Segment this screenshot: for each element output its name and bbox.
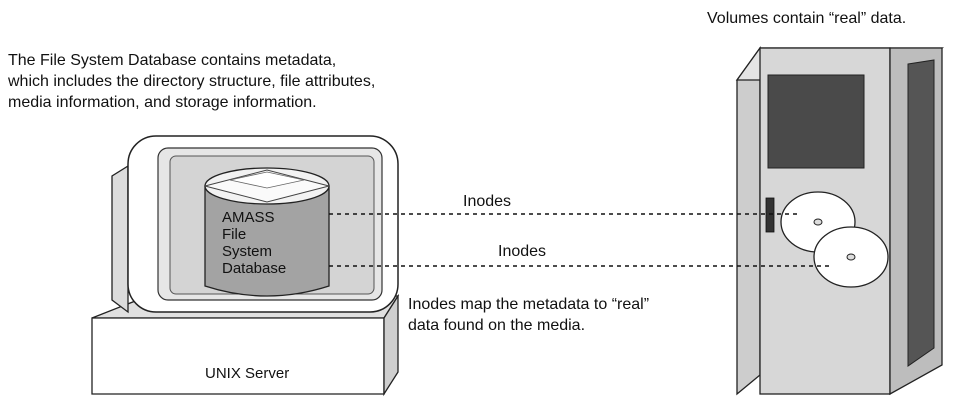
metadata-caption: The File System Database contains metada… [8,50,375,113]
metadata-caption-line: media information, and storage informati… [8,94,317,111]
inodes-label: Inodes [463,193,512,210]
database-label-line: File [222,226,247,243]
inodes-map-caption-line: Inodes map the metadata to “real” [408,296,650,313]
database-label-line: AMASS [222,209,275,226]
metadata-caption-line: The File System Database contains metada… [8,52,337,69]
inodes-label: Inodes [498,243,547,260]
database-label-line: Database [222,260,287,277]
volumes-caption: Volumes contain “real” data. [707,10,907,27]
disc-icon [813,226,889,288]
metadata-caption-line: which includes the directory structure, … [8,73,376,90]
server-label: UNIX Server [205,365,290,382]
inodes-map-caption-line: data found on the media. [408,317,586,334]
database-cylinder-icon [204,167,330,297]
database-label-line: System [222,243,273,260]
database-label: AMASS File System Database [222,209,286,277]
inodes-map-caption: Inodes map the metadata to “real” data f… [408,294,649,336]
